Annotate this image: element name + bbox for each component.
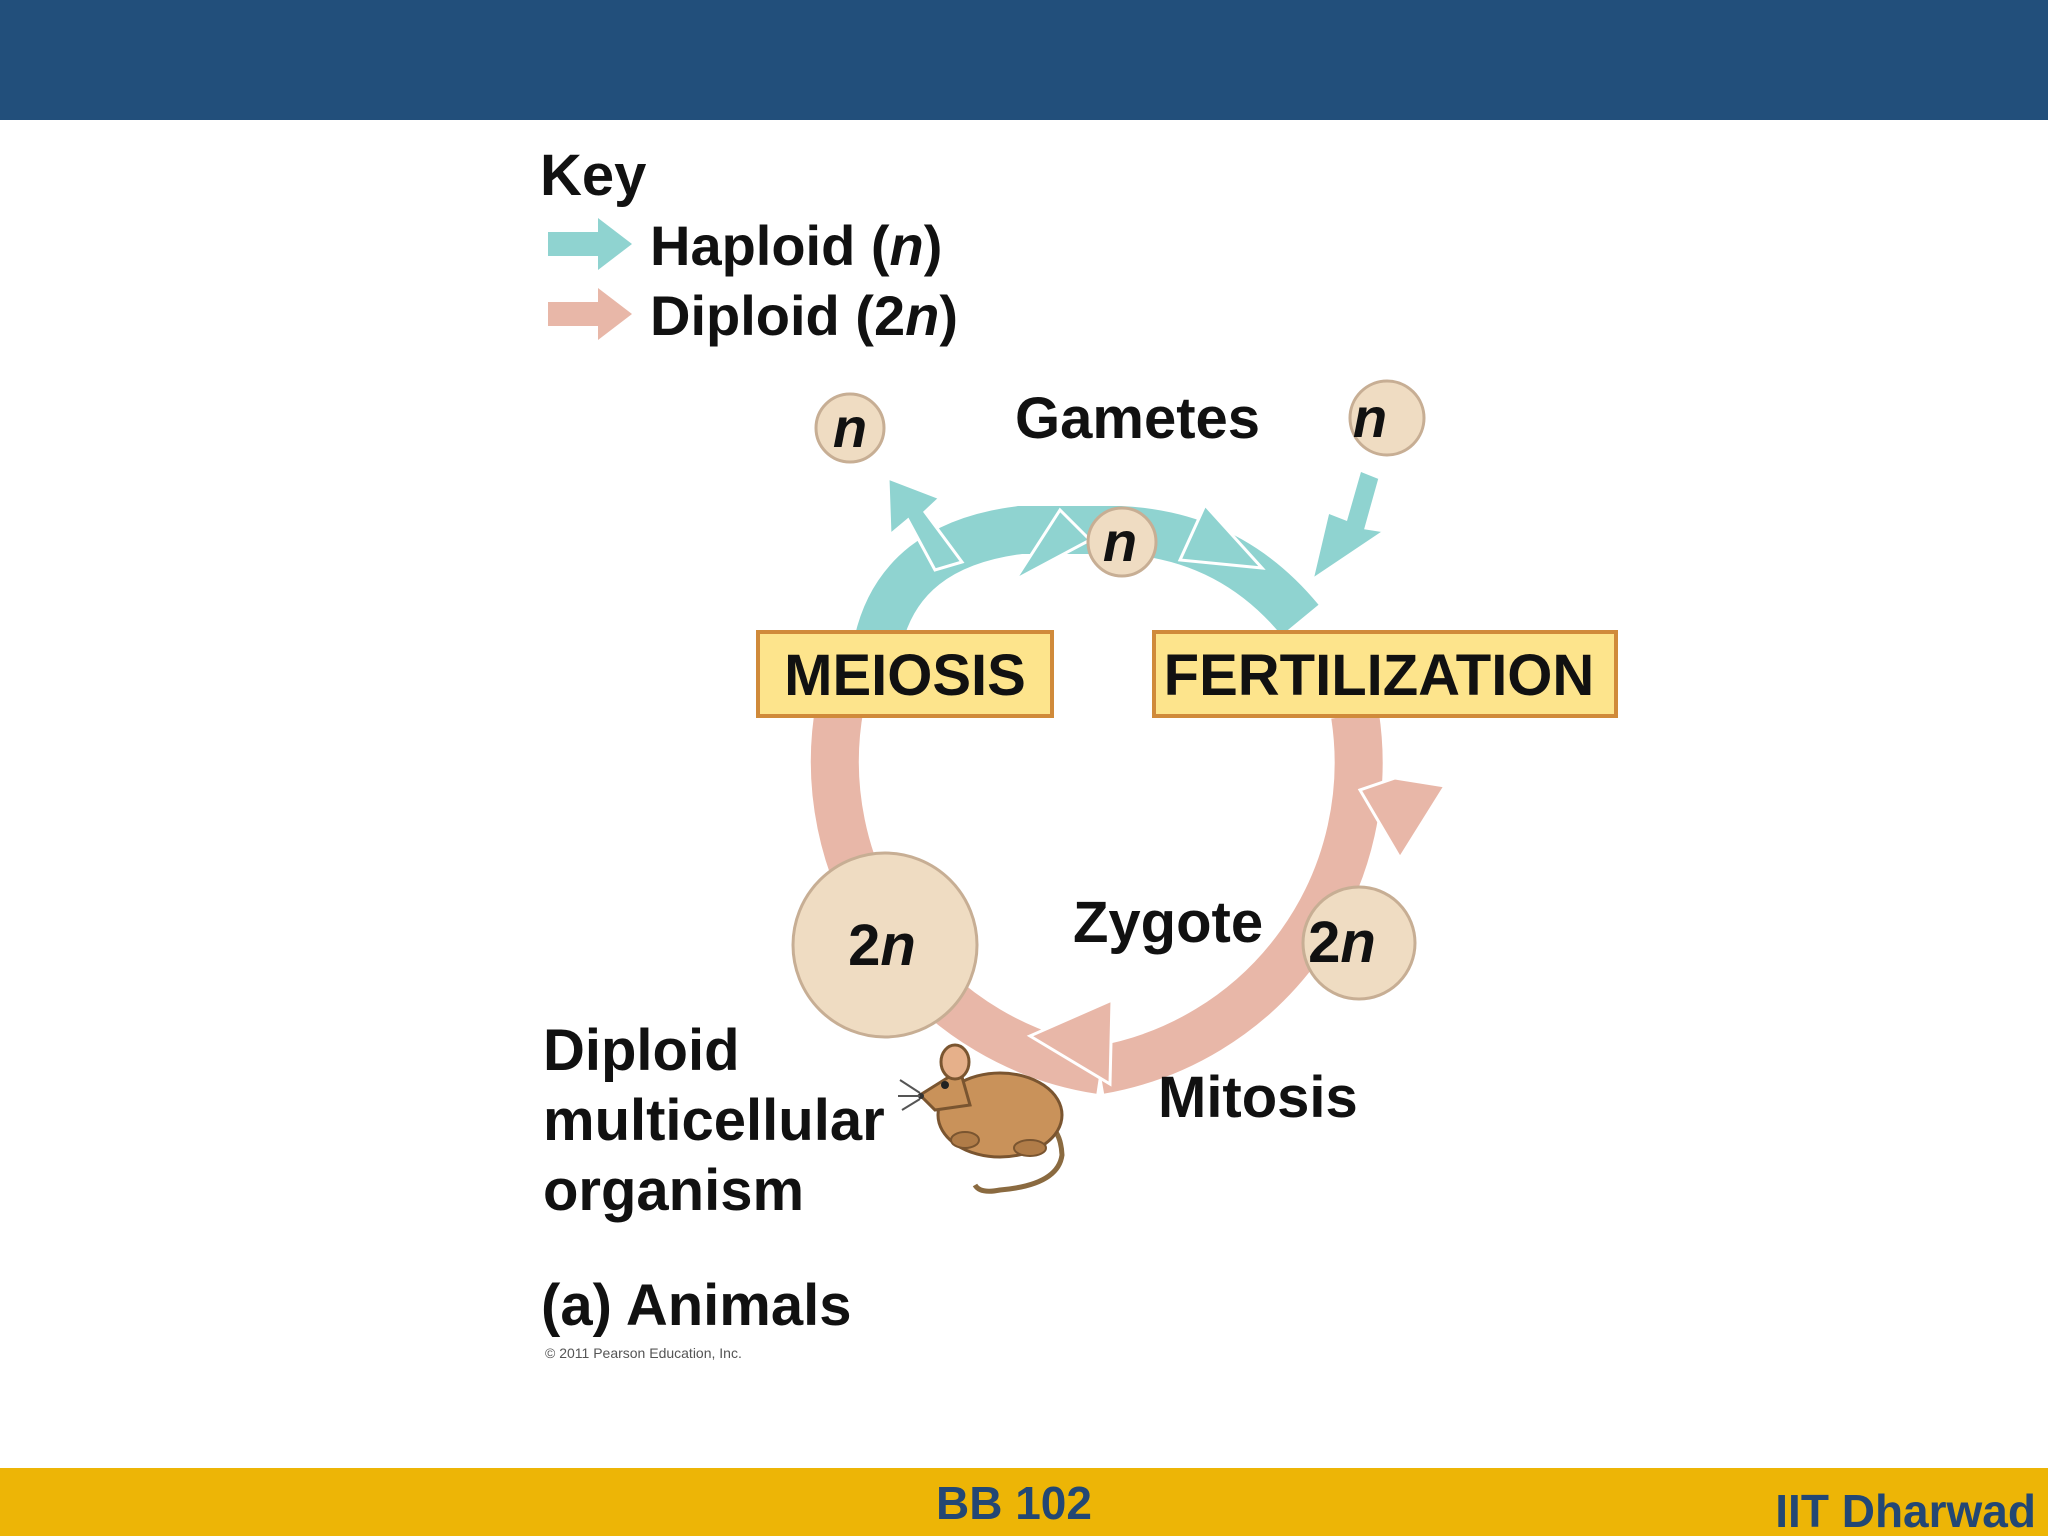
diploid-key-arrow-icon [548, 288, 632, 340]
organism-label-line-3: organism [543, 1158, 804, 1223]
haploid-arrowhead-meiosis [1010, 507, 1093, 585]
key-title: Key [540, 143, 646, 208]
mouse-icon [898, 1043, 1065, 1194]
gamete-arrow-left-icon [886, 475, 965, 572]
fertilization-box [1152, 630, 1618, 718]
meiosis-box [756, 630, 1054, 718]
gametes-label: Gametes [1015, 386, 1260, 451]
organism-cell-symbol: 2n [848, 913, 916, 978]
zygote-label: Zygote [1073, 890, 1263, 955]
organism-label-line-2: multicellular [543, 1088, 885, 1153]
panel-label: (a) Animals [541, 1273, 851, 1338]
footer-bar [0, 1468, 2048, 1536]
haploid-key-arrow-icon [548, 218, 632, 270]
zygote-cell [1301, 885, 1417, 1001]
gamete-left-symbol: n [833, 396, 867, 459]
gamete-cell-middle [1086, 506, 1158, 578]
gamete-arrow-right-icon [1309, 467, 1390, 584]
gamete-middle-symbol: n [1103, 510, 1137, 573]
key-diploid-label: Diploid (2n) [650, 284, 958, 347]
mitosis-label: Mitosis [1158, 1065, 1358, 1130]
zygote-cell-symbol: 2n [1308, 910, 1376, 975]
meiosis-label: MEIOSIS [784, 643, 1026, 708]
gamete-right-symbol: n [1353, 386, 1387, 449]
key-haploid-label: Haploid (n) [650, 214, 942, 277]
gamete-cell-right [1348, 379, 1426, 457]
gamete-cell-left [814, 392, 886, 464]
haploid-arrowhead-fertilization [1177, 502, 1266, 570]
diploid-arc-fertilization-to-zygote [1095, 711, 1383, 1094]
diploid-arrowhead-right [1357, 776, 1448, 861]
copyright-notice: © 2011 Pearson Education, Inc. [545, 1345, 742, 1361]
organism-label-line-1: Diploid [543, 1018, 740, 1083]
footer-course-code: BB 102 [936, 1477, 1092, 1529]
fertilization-label: FERTILIZATION [1164, 643, 1595, 708]
header-bar [0, 0, 2048, 120]
organism-cell [791, 851, 979, 1039]
footer-institute: IIT Dharwad [1775, 1485, 2036, 1537]
diploid-arrowhead-bottom [1026, 997, 1114, 1087]
